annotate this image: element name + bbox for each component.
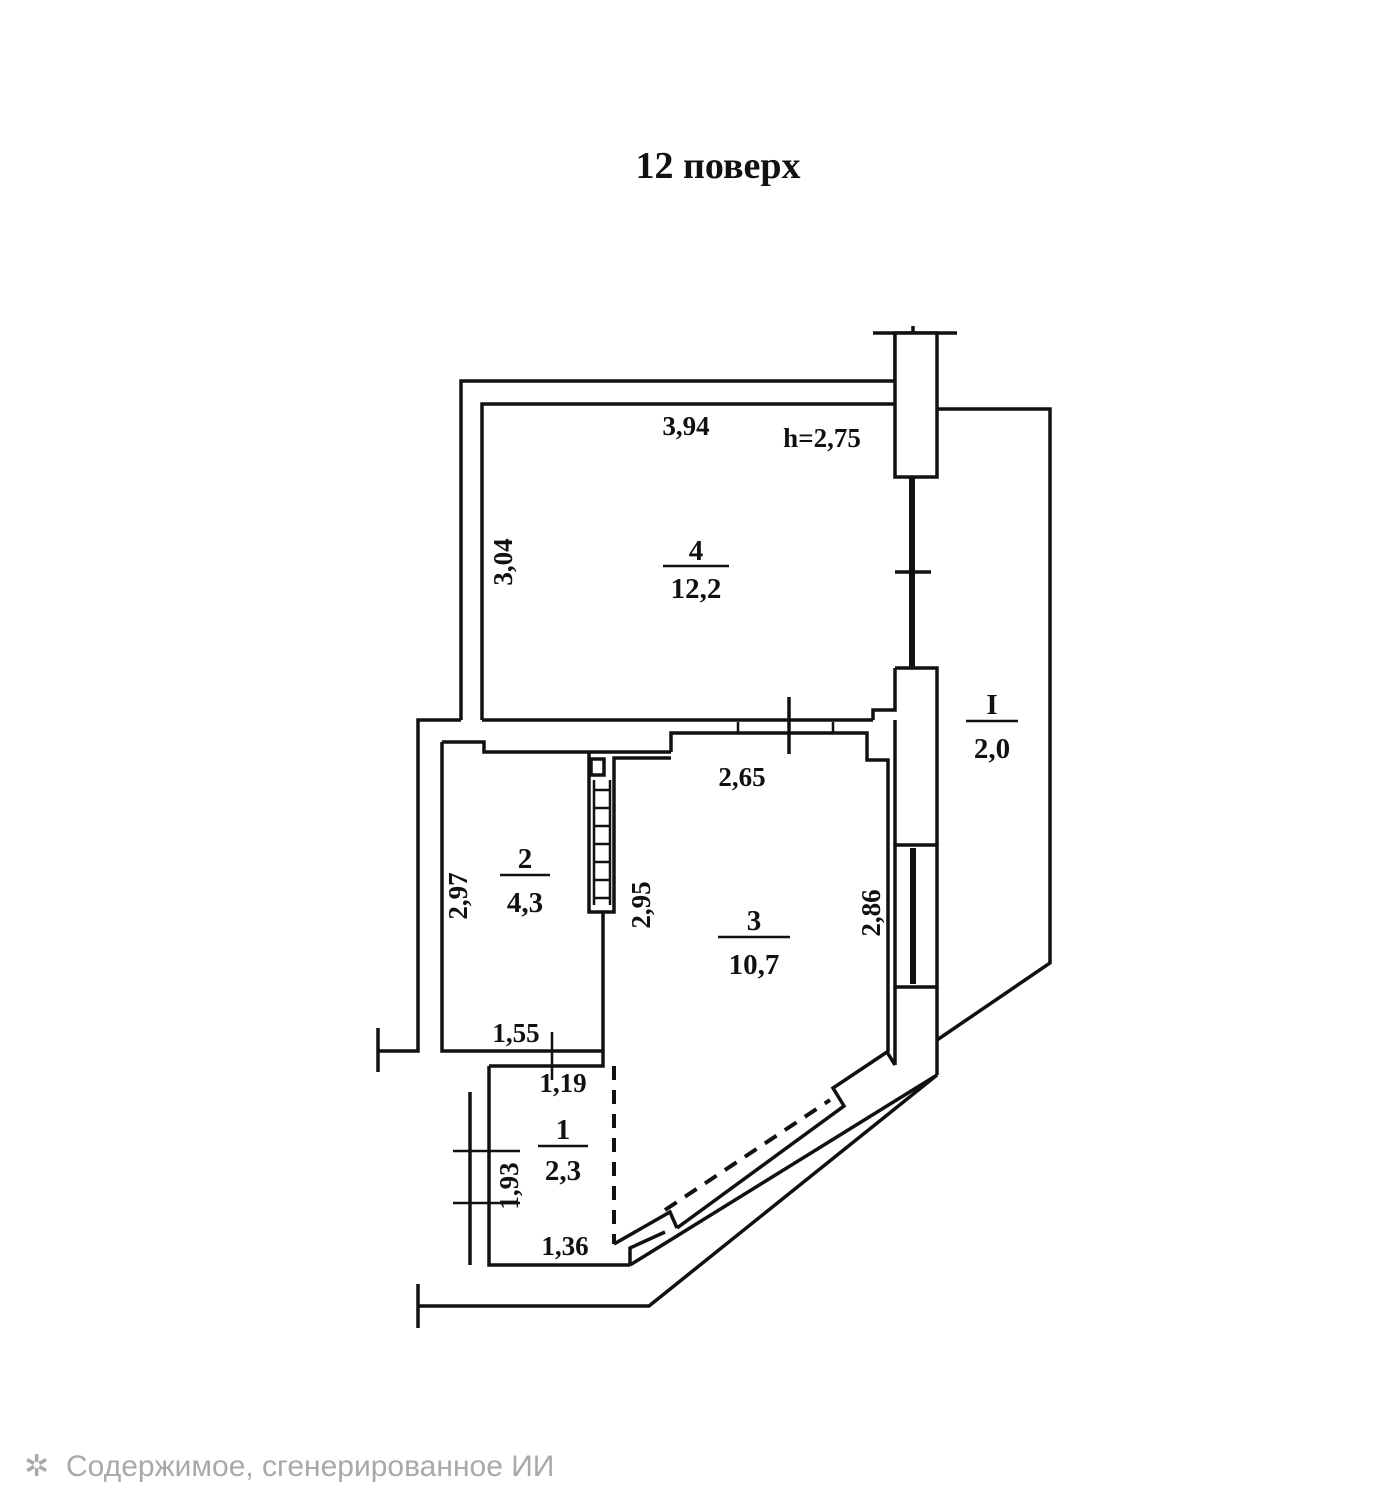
dim-room2-depth: 2,97: [443, 872, 473, 919]
room-label-2: 2 4,3: [500, 843, 550, 919]
plan-title: 12 поверх: [636, 145, 801, 187]
dim-room3-right: 2,86: [856, 889, 886, 936]
ai-notice: ✲ Содержимое, сгенерированное ИИ: [24, 1449, 554, 1484]
dim-room2-width: 1,55: [492, 1018, 539, 1048]
ventilation-shaft: [592, 780, 612, 905]
dimension-labels: 3,94 h=2,75 3,04 2,65 2,95 2,86 2,97 1,5…: [443, 411, 886, 1261]
dim-room1-depth: 1,93: [494, 1162, 524, 1209]
dim-room1-bottom: 1,36: [541, 1231, 588, 1261]
dim-room3-width: 2,65: [718, 762, 765, 792]
dim-room4-width: 3,94: [662, 411, 709, 441]
ai-notice-text: Содержимое, сгенерированное ИИ: [66, 1450, 554, 1483]
height-label: h=2,75: [783, 423, 861, 453]
dim-room3-left: 2,95: [626, 881, 656, 928]
svg-text:10,7: 10,7: [729, 949, 780, 981]
svg-text:4,3: 4,3: [507, 887, 543, 919]
dim-room4-depth: 3,04: [488, 538, 518, 585]
dim-room1-top: 1,19: [539, 1068, 586, 1098]
room-label-1: 1 2,3: [538, 1114, 588, 1187]
room-label-3: 3 10,7: [718, 905, 790, 981]
svg-text:I: I: [986, 689, 997, 721]
svg-text:2: 2: [518, 843, 533, 875]
svg-text:3: 3: [747, 905, 762, 937]
svg-text:12,2: 12,2: [671, 573, 722, 605]
balcony-label: I 2,0: [966, 689, 1018, 765]
sparkle-icon: ✲: [24, 1449, 49, 1484]
svg-text:2,3: 2,3: [545, 1155, 581, 1187]
svg-text:1: 1: [556, 1114, 571, 1146]
svg-text:4: 4: [689, 535, 704, 567]
walls: [376, 326, 1052, 1328]
room-label-4: 4 12,2: [663, 535, 729, 605]
svg-text:2,0: 2,0: [974, 733, 1010, 765]
